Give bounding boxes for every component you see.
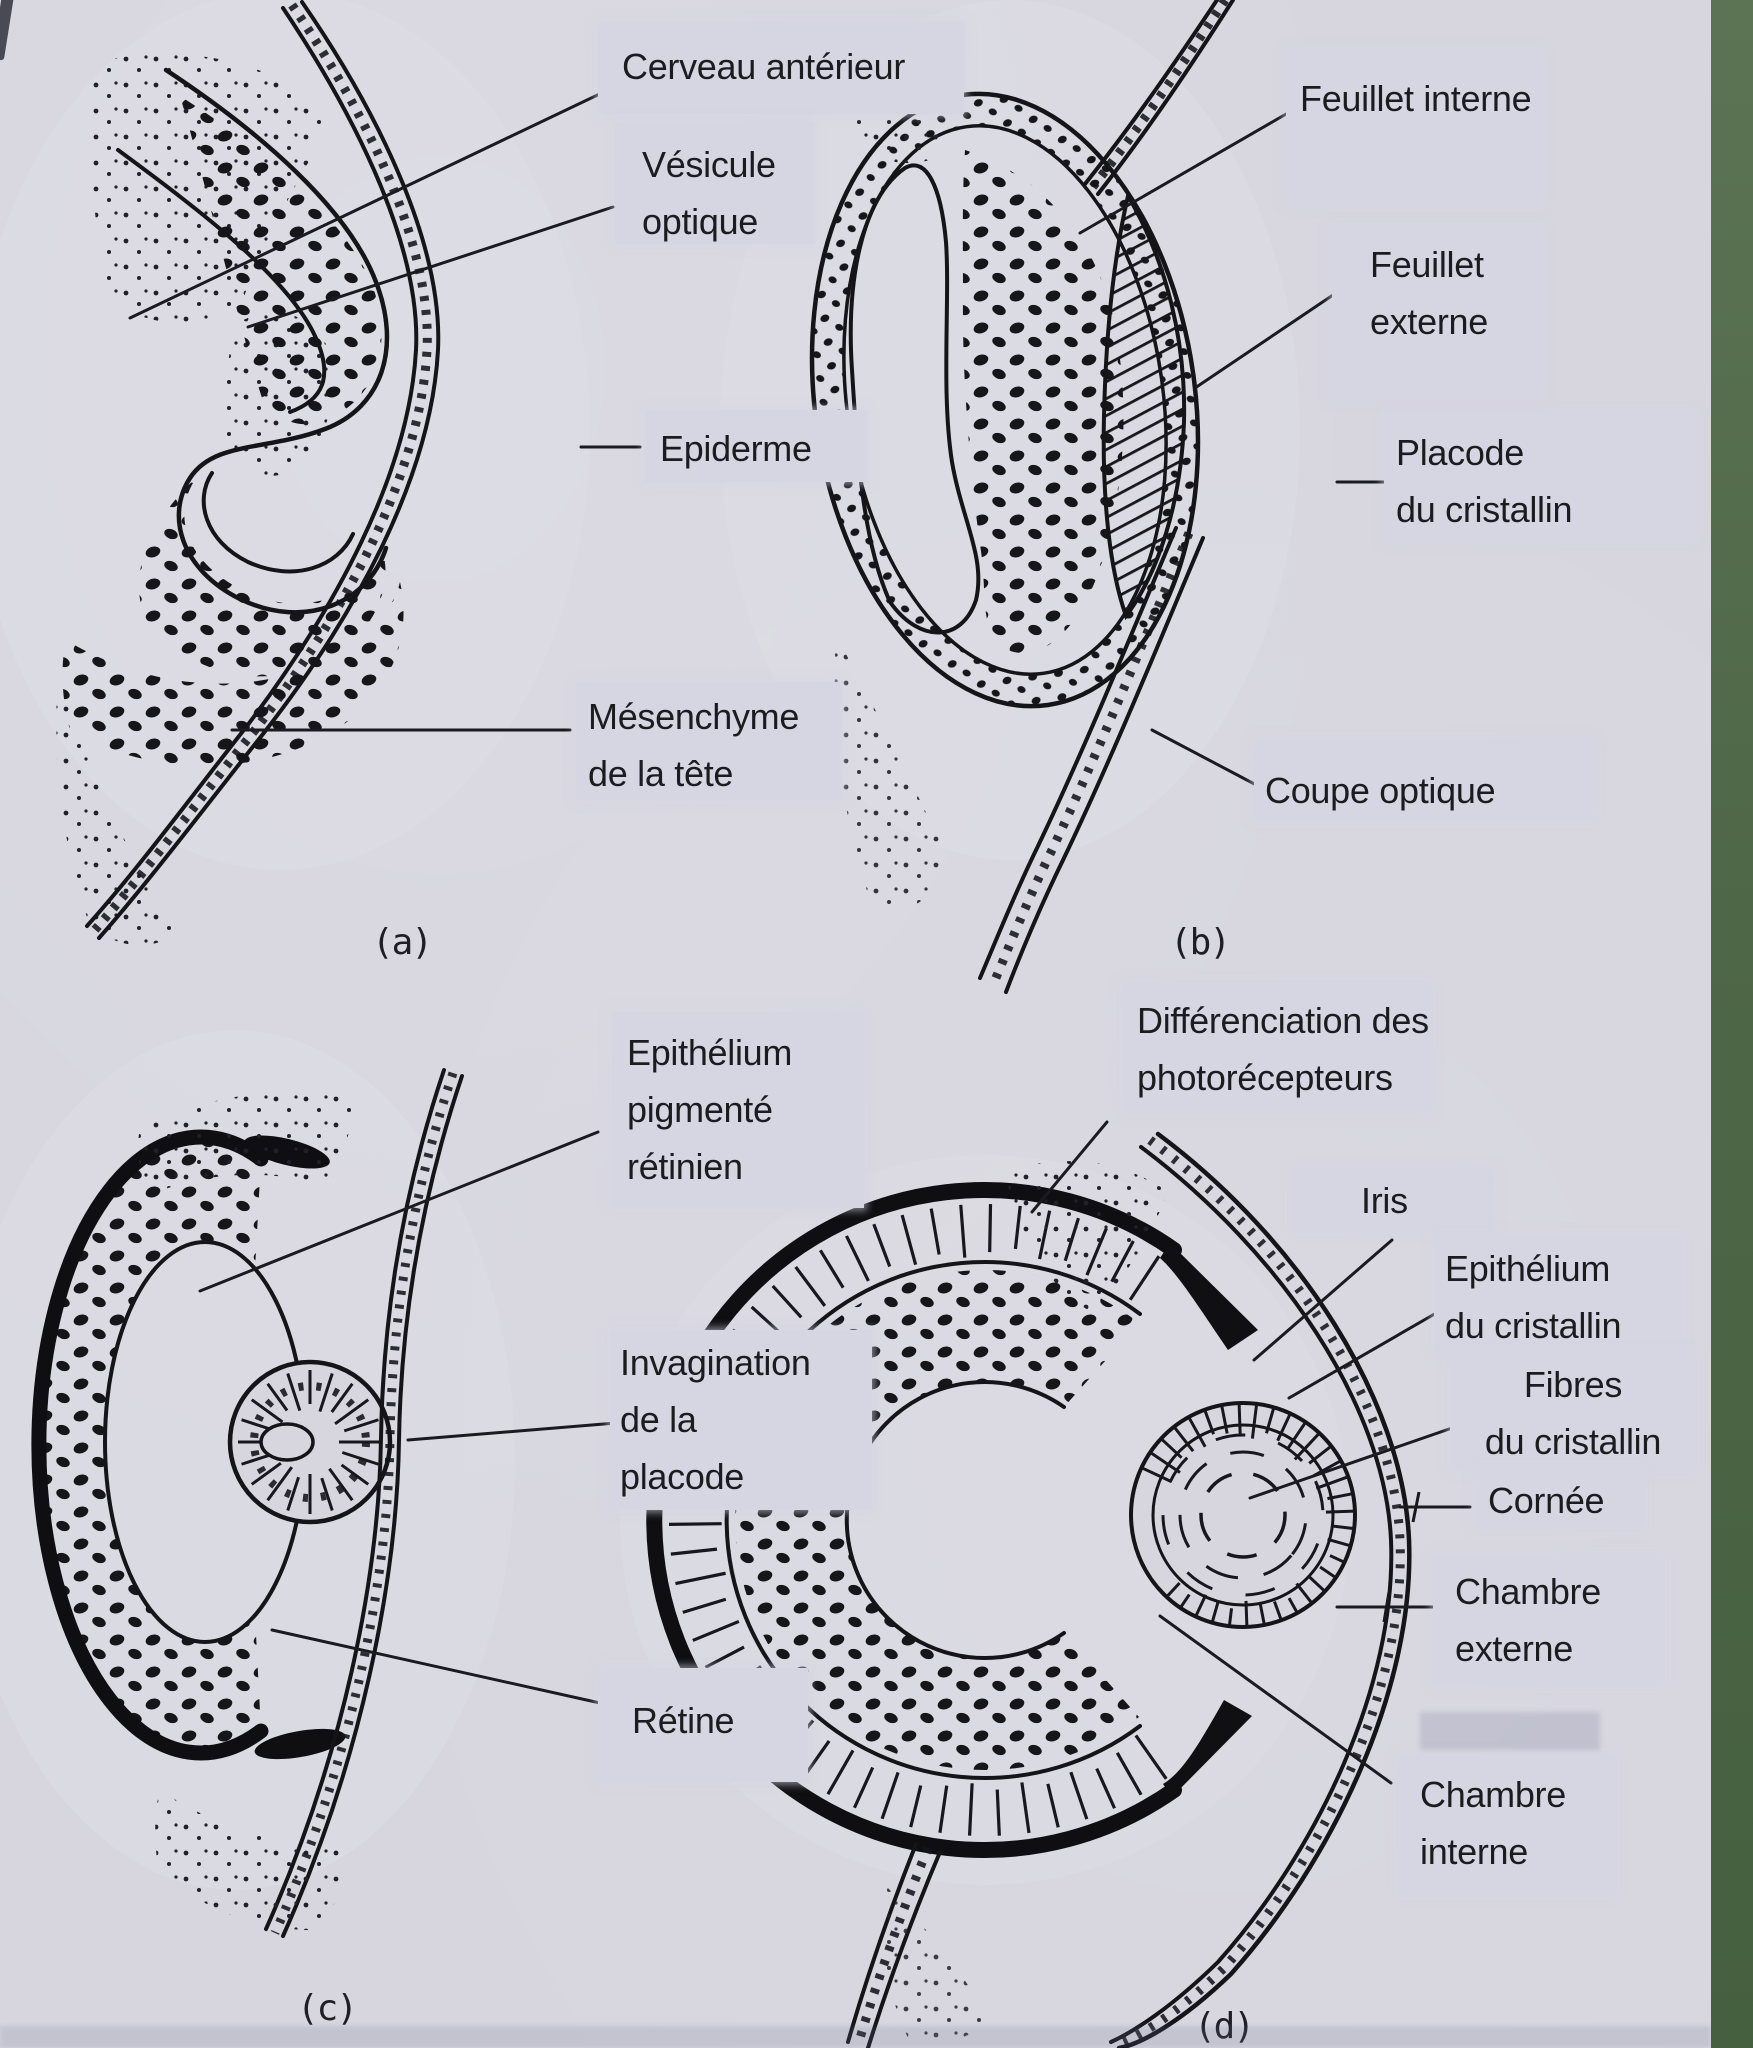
panel-d-drawing [620, 1131, 1412, 2048]
label-epithelium-pigmente: Epithélium pigmenté rétinien [612, 1012, 864, 1208]
panel-letter-d: (d) [1194, 2006, 1255, 2047]
lens-epithelium-cells [1141, 1404, 1354, 1626]
panel-letter-c: (c) [297, 1988, 358, 2029]
label-vesicule-optique: Vésicule optique [615, 122, 815, 244]
label-mesenchyme-tete: Mésenchyme de la tête [576, 682, 842, 800]
label-coupe-optique: Coupe optique [1254, 740, 1594, 820]
label-placode-cristallin: Placode du cristallin [1384, 412, 1696, 540]
label-feuillet-externe: Feuillet externe [1332, 226, 1542, 400]
label-fibres-cristallin: Fibres du cristallin [1450, 1352, 1696, 1470]
label-chambre-externe: Chambre externe [1433, 1555, 1663, 1685]
label-cerveau-anterieur: Cerveau antérieur [598, 22, 964, 114]
label-iris: Iris [1293, 1168, 1493, 1232]
panel-letter-a: (a) [372, 922, 433, 963]
label-epithelium-cristallin: Epithélium du cristallin [1434, 1236, 1682, 1354]
label-differenciation-photorecepteurs: Différenciation des photorécepteurs [1122, 982, 1432, 1114]
label-invagination-placode: Invagination de la placode [610, 1330, 872, 1510]
leader-lines [128, 88, 1483, 1785]
panel-letter-b: (b) [1170, 922, 1231, 963]
book-edge-strip [1711, 0, 1753, 2048]
panel-c-drawing [0, 1030, 515, 1938]
label-feuillet-interne: Feuillet interne [1286, 50, 1542, 204]
label-retine: Rétine [598, 1668, 808, 1782]
panel-b-drawing [720, 0, 1300, 994]
panel-a-drawing [0, 0, 590, 946]
label-chambre-interne: Chambre interne [1398, 1756, 1616, 1896]
label-cornee: Cornée [1476, 1468, 1644, 1530]
label-epiderme: Epiderme [645, 410, 867, 482]
